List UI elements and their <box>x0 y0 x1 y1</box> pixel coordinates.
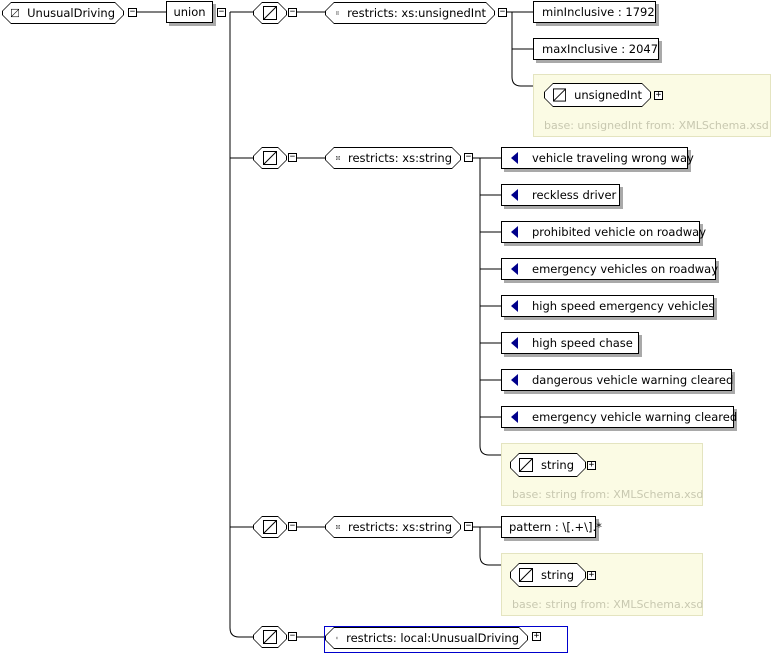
member-simpletype-node[interactable] <box>253 2 287 24</box>
member-simpletype-node[interactable] <box>253 516 287 538</box>
base-type-node[interactable]: string <box>510 453 586 477</box>
collapse-member-toggle[interactable]: − <box>288 7 297 17</box>
root-type-name: UnusualDriving <box>27 6 115 20</box>
base-type-panel: string + base: string from: XMLSchema.xs… <box>501 553 703 616</box>
simpletype-icon <box>263 6 277 20</box>
facet-node[interactable]: minInclusive : 1792 <box>533 1 656 23</box>
restriction-label: restricts: xs:string <box>347 520 452 534</box>
restriction-icon <box>336 631 338 645</box>
enumeration-value: high speed chase <box>532 336 633 350</box>
base-type-panel: unsignedInt + base: unsignedInt from: XM… <box>533 74 771 137</box>
restriction-icon <box>336 151 340 165</box>
base-type-name: unsignedInt <box>574 88 642 102</box>
simpletype-icon <box>263 630 277 644</box>
enumeration-icon <box>511 300 518 312</box>
simpletype-icon <box>263 151 277 165</box>
base-type-node[interactable]: string <box>510 563 586 587</box>
enumeration-node[interactable]: high speed chase <box>501 332 639 354</box>
collapse-member-toggle[interactable]: − <box>288 631 297 641</box>
collapse-member-toggle[interactable]: − <box>288 521 297 531</box>
collapse-restriction-toggle[interactable]: − <box>464 152 473 162</box>
restriction-node[interactable]: restricts: xs:unsignedInt <box>325 2 495 24</box>
enumeration-value: dangerous vehicle warning cleared <box>532 373 734 387</box>
enumeration-value: emergency vehicles on roadway <box>532 262 719 276</box>
collapse-restriction-toggle[interactable]: − <box>498 7 507 17</box>
enumeration-icon <box>511 374 518 386</box>
facet-node[interactable]: maxInclusive : 2047 <box>533 38 659 60</box>
facet-label: pattern : \[.+\].* <box>509 520 602 534</box>
union-node[interactable]: union <box>166 1 213 23</box>
base-type-footnote: base: string from: XMLSchema.xsd <box>512 598 704 611</box>
base-type-name: string <box>541 568 575 582</box>
simpletype-icon <box>553 88 566 102</box>
enumeration-node[interactable]: emergency vehicles on roadway <box>501 258 719 280</box>
member-simpletype-node[interactable] <box>253 626 287 648</box>
enumeration-node[interactable]: vehicle traveling wrong way <box>501 147 694 169</box>
union-label: union <box>173 5 206 19</box>
expand-base-type-toggle[interactable]: + <box>587 460 596 470</box>
root-simpletype-node[interactable]: UnusualDriving <box>2 2 124 24</box>
restriction-label: restricts: xs:string <box>347 151 452 165</box>
facet-label: maxInclusive : 2047 <box>542 42 659 56</box>
facet-label: minInclusive : 1792 <box>542 5 655 19</box>
restriction-node[interactable]: restricts: local:UnusualDriving <box>325 627 528 649</box>
collapse-root-toggle[interactable]: − <box>128 7 137 17</box>
restriction-label: restricts: xs:unsignedInt <box>347 6 486 20</box>
collapse-member-toggle[interactable]: − <box>288 152 297 162</box>
simpletype-icon <box>519 458 533 472</box>
enumeration-icon <box>511 189 518 201</box>
facet-node[interactable]: pattern : \[.+\].* <box>501 516 602 538</box>
enumeration-icon <box>511 226 518 238</box>
simpletype-icon <box>263 520 277 534</box>
restriction-node[interactable]: restricts: xs:string <box>325 516 461 538</box>
enumeration-icon <box>511 152 518 164</box>
enumeration-node[interactable]: high speed emergency vehicles <box>501 295 714 317</box>
collapse-restriction-toggle[interactable]: − <box>464 521 473 531</box>
restriction-icon <box>336 520 340 534</box>
enumeration-value: high speed emergency vehicles <box>532 299 715 313</box>
enumeration-value: vehicle traveling wrong way <box>532 151 694 165</box>
enumeration-node[interactable]: reckless driver <box>501 184 620 206</box>
base-type-footnote: base: unsignedInt from: XMLSchema.xsd <box>544 119 769 132</box>
restriction-icon <box>336 6 339 20</box>
selection-highlight <box>324 626 568 653</box>
expand-base-type-toggle[interactable]: + <box>654 90 663 100</box>
enumeration-node[interactable]: prohibited vehicle on roadway <box>501 221 706 243</box>
base-type-name: string <box>541 458 575 472</box>
enumeration-value: reckless driver <box>532 188 617 202</box>
expand-base-type-toggle[interactable]: + <box>587 570 596 580</box>
collapse-union-toggle[interactable]: − <box>217 7 226 17</box>
restriction-node[interactable]: restricts: xs:string <box>325 147 461 169</box>
enumeration-icon <box>511 263 518 275</box>
expand-restriction-toggle[interactable]: + <box>532 631 541 641</box>
simpletype-icon <box>519 568 533 582</box>
base-type-footnote: base: string from: XMLSchema.xsd <box>512 488 704 501</box>
enumeration-node[interactable]: dangerous vehicle warning cleared <box>501 369 734 391</box>
member-simpletype-node[interactable] <box>253 147 287 169</box>
enumeration-icon <box>511 337 518 349</box>
enumeration-node[interactable]: emergency vehicle warning cleared <box>501 406 738 428</box>
enumeration-value: prohibited vehicle on roadway <box>532 225 707 239</box>
restriction-label: restricts: local:UnusualDriving <box>346 631 519 645</box>
base-type-panel: string + base: string from: XMLSchema.xs… <box>501 443 703 506</box>
base-type-node[interactable]: unsignedInt <box>544 83 651 107</box>
simpletype-icon <box>11 6 19 20</box>
enumeration-icon <box>511 411 518 423</box>
enumeration-value: emergency vehicle warning cleared <box>532 410 738 424</box>
